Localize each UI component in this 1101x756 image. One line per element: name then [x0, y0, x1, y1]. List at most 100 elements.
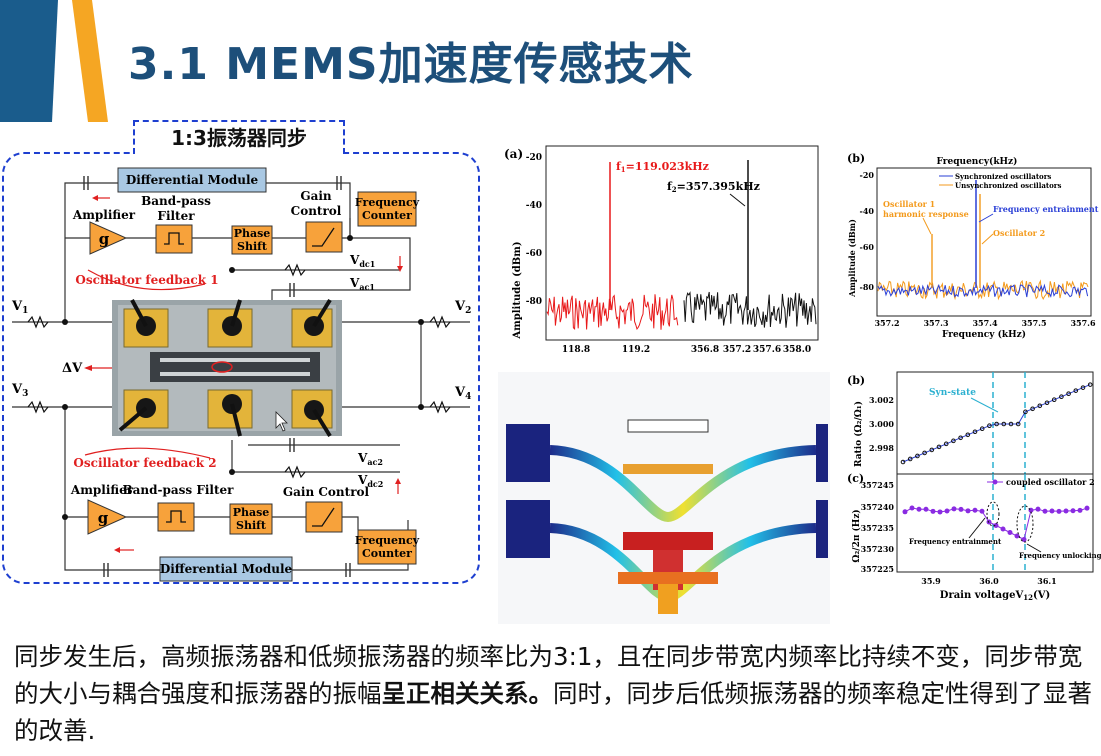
plot-b-ytick: -80 — [860, 282, 875, 292]
bottom-phase-shift-1: Phase — [233, 506, 270, 519]
ratio-points — [900, 382, 1093, 465]
ratio-point — [1059, 394, 1064, 400]
ratio-point — [936, 444, 942, 450]
plot-b-legend-unsync: Unsynchronized oscillators — [955, 181, 1061, 190]
plot-c-point — [951, 506, 957, 512]
plot-c-point — [944, 508, 950, 514]
plot-c-ytick: 357245 — [861, 480, 894, 490]
ratio-point — [1023, 409, 1028, 415]
plot-b-xlabel: Frequency (kHz) — [942, 329, 1026, 340]
plot-c-point — [965, 508, 971, 514]
top-gain-control-1: Gain — [300, 189, 332, 203]
ratio-point — [1073, 388, 1079, 393]
plot-c-point — [1070, 508, 1076, 514]
ratio-point — [1001, 421, 1007, 427]
plot-b-ratio-ylabel: Ratio (Ω₂/Ω₁) — [853, 401, 864, 467]
ratio-series — [902, 384, 1091, 463]
ratio-point — [1087, 382, 1093, 387]
plot-a-series-osc2 — [683, 291, 817, 328]
plot-b-spectrum: (b) Frequency(kHz) Amplitude (dBm) -20 -… — [847, 152, 1099, 340]
plot-b-ratio-panel: (b) — [847, 374, 865, 387]
plot-c-legend: coupled oscillator 2 — [1006, 477, 1095, 487]
ratio-point — [929, 447, 935, 453]
plot-c-point — [930, 508, 936, 514]
plot-b-series-sync — [877, 283, 1089, 298]
plot-a-xtick: 119.2 — [622, 345, 650, 355]
plot-c-point — [923, 506, 929, 512]
plot-c-point — [972, 507, 978, 513]
plot-b-xtick: 357.4 — [972, 318, 997, 328]
plot-a-xtick: 357.2 — [723, 345, 751, 355]
plot-a-spectrum: (a) Amplitude (dBm) -20 -40 -60 -80 118.… — [504, 145, 819, 355]
ann-osc1-a: Oscillator 1 — [883, 199, 935, 209]
plot-c-ytick: 357240 — [861, 502, 895, 512]
plot-b-ytick: -40 — [860, 206, 875, 216]
ratio-point — [1030, 406, 1035, 412]
cursor-icon — [275, 411, 288, 432]
bottom-bandpass-label: Band-pass Filter — [122, 483, 234, 497]
plot-b-panel: (b) — [847, 152, 865, 165]
plot-c-point — [993, 523, 999, 528]
vac2-label: Vac2 — [357, 451, 383, 467]
plot-b-ytick: -20 — [860, 170, 875, 180]
plot-c-ann-entrain: Frequency entrainment — [909, 537, 1002, 546]
plot-c-point — [958, 506, 964, 512]
vac1-label: Vac1 — [349, 276, 375, 292]
vdc2-label: Vdc2 — [357, 473, 383, 489]
caption-highlight: 呈正相关关系。 — [381, 679, 554, 708]
ratio-point — [1015, 421, 1021, 427]
plot-c-point — [1000, 526, 1006, 532]
plot-b-xtick: 357.3 — [923, 318, 948, 328]
plot-c-point — [1056, 508, 1062, 514]
bottom-phase-shift-2: Shift — [236, 519, 267, 532]
plot-b-ratio-ytick: 3.000 — [869, 419, 894, 429]
top-bandpass-2: Filter — [157, 209, 195, 223]
ann-osc1-b: harmonic response — [883, 209, 969, 219]
plot-a-ytick: -60 — [526, 249, 542, 259]
bottom-gain-control-label: Gain Control — [283, 485, 370, 499]
fem-mode-shape-image — [498, 372, 830, 624]
plot-c-point — [1007, 530, 1013, 535]
top-freq-counter-2: Counter — [362, 209, 412, 222]
plot-a-ylabel: Amplitude (dBm) — [512, 241, 523, 339]
plot-b-ratio-ytick: 3.002 — [869, 395, 894, 405]
sync-label: 1:3振荡器同步 — [133, 120, 345, 154]
caption-part1: 同步发生后，高频振荡器和低频振荡器的频率比为3:1，且在同步带宽内频率比持续不变… — [14, 642, 1083, 708]
plot-c-point — [979, 508, 985, 514]
plot-c-point — [902, 509, 908, 515]
v1-label: V1 — [11, 299, 28, 316]
feedback-1-label: Oscillator feedback 1 — [75, 273, 218, 287]
delta-v-label: ΔV — [62, 361, 83, 376]
ratio-point — [987, 423, 992, 429]
top-phase-shift-2: Shift — [237, 240, 268, 253]
plot-a-xtick: 118.8 — [562, 345, 590, 355]
plot-b-ratio-ytick: 2.998 — [869, 443, 894, 453]
plot-c-frequency: (c) Ω₂/2π (Hz) 357245 357240 357235 3572… — [847, 472, 1101, 602]
ratio-point — [1051, 397, 1057, 403]
plot-c-ann-unlock: Frequency unlocking — [1019, 551, 1101, 560]
bottom-freq-counter-2: Counter — [362, 547, 412, 560]
top-freq-counter-1: Frequency — [355, 196, 420, 209]
ratio-point — [1037, 403, 1043, 409]
top-amplifier-label: Amplifier — [72, 208, 136, 222]
v4-label: V4 — [454, 385, 471, 402]
plot-c-point — [1021, 537, 1027, 542]
page-title: 3.1 MEMS加速度传感技术 — [128, 39, 694, 90]
plot-b-top-label: Frequency(kHz) — [937, 156, 1018, 167]
ratio-point — [979, 426, 985, 432]
top-gain-control-2: Control — [291, 204, 342, 218]
top-differential-module: Differential Module — [126, 173, 259, 187]
ratio-point — [915, 453, 920, 459]
plot-c-point — [937, 509, 943, 515]
plot-c-point — [909, 505, 915, 511]
ratio-point — [951, 438, 956, 444]
plot-b-legend-sync: Synchronized oscillators — [955, 172, 1051, 181]
v3-label: V3 — [11, 382, 28, 399]
plot-a-series-osc1 — [546, 294, 679, 330]
plot-c-xtick: 36.0 — [979, 576, 999, 586]
plot-b-ytick: -60 — [860, 242, 875, 252]
plot-a-xtick: 356.8 — [691, 345, 719, 355]
caption-part2: 同时，同步后低频振荡器的频率稳定性得到了显著的改善. — [14, 679, 1092, 745]
syn-state-annotation: Syn-state — [929, 388, 976, 398]
ratio-point — [958, 435, 963, 441]
